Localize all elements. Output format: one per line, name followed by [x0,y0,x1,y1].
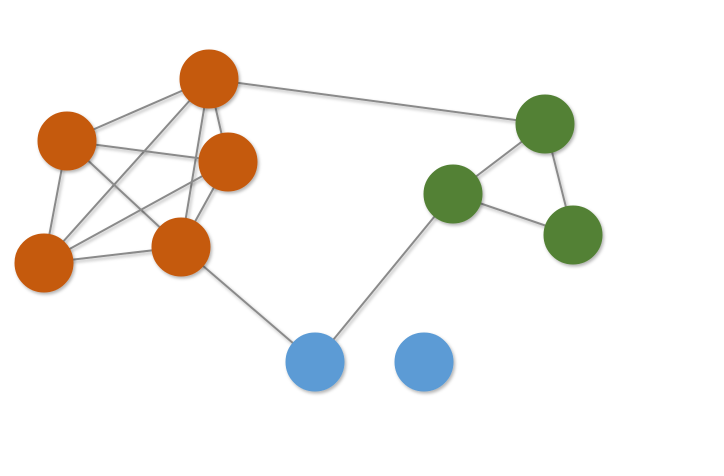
node-blue-b2 [394,332,454,392]
edge-o3-o4 [43,161,229,264]
node-orange-o3 [198,132,258,192]
nodes [14,49,603,392]
node-green-g2 [423,164,483,224]
node-orange-o2 [37,111,97,171]
edge-b1-g2 [314,193,454,363]
edge-o1-o4 [43,78,210,264]
node-blue-b1 [285,332,345,392]
edge-o1-g1 [208,78,546,125]
node-green-g1 [515,94,575,154]
node-orange-o5 [151,217,211,277]
node-orange-o1 [179,49,239,109]
node-green-g3 [543,205,603,265]
node-orange-o4 [14,233,74,293]
edges [43,78,574,363]
